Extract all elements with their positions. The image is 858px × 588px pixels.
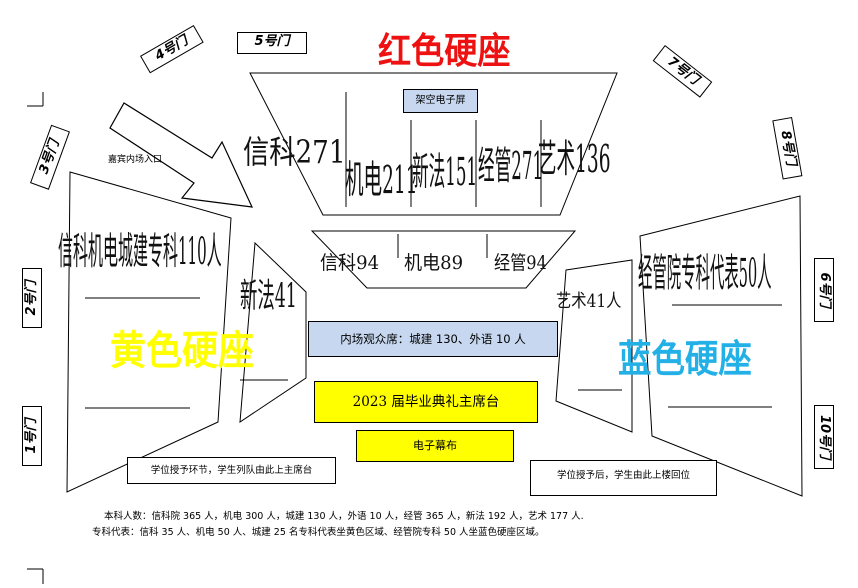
door-2-label: 2号门 (22, 268, 42, 328)
right-inner-seating-block (555, 259, 633, 433)
overhead-screen-box: 架空电子屏 (403, 89, 478, 113)
footer-specialist-representatives: 专科代表：信科 35 人、机电 50 人、城建 25 名专科代表坐黄色区域、经管… (92, 527, 545, 538)
left-inner-seating-block (239, 241, 307, 423)
right-return-note: 学位授予后，学生由此上楼回位 (530, 460, 717, 496)
inner-audience-box: 内场观众席：城建 130、外语 10 人 (308, 321, 558, 357)
section-jingguan-271: 经管271 (478, 143, 544, 189)
right-block-yishu-41: 艺术41人 (556, 291, 622, 312)
door-10-label: 10号门 (814, 405, 834, 469)
section-jidian-89: 机电89 (404, 252, 464, 274)
section-xinfa-151: 新法151 (412, 149, 478, 195)
yellow-seat-zone-label: 黄色硬座 (110, 328, 254, 374)
section-jidian-211: 机电211 (345, 157, 418, 203)
footer-undergrad-counts: 本科人数：信科院 365 人，机电 300 人，城建 130 人，外语 10 人… (104, 511, 584, 522)
left-block-xinfa-41: 新法41 (240, 276, 297, 316)
section-yishu-136: 艺术136 (538, 136, 611, 182)
left-procession-note: 学位授予环节，学生列队由此上主席台 (127, 457, 336, 484)
middle-seating-trapezoid (310, 230, 577, 289)
door-1-label: 1号门 (22, 406, 42, 466)
section-xinke-94: 信科94 (320, 252, 380, 274)
red-seat-zone-label: 红色硬座 (378, 31, 511, 72)
electronic-curtain-box: 电子幕布 (356, 430, 514, 462)
left-block-specialist-110: 信科机电城建专科110人 (58, 230, 222, 274)
right-block-jingguan-50: 经管院专科代表50人 (638, 251, 772, 297)
door-6-label: 6号门 (814, 258, 834, 322)
entrance-arrow (109, 102, 253, 208)
left-outer-seating-block (66, 171, 232, 493)
section-jingguan-94: 经管94 (494, 252, 547, 274)
right-outer-seating-block (639, 195, 803, 497)
door-5-label: 5号门 (237, 32, 307, 54)
main-stage-box: 2023 届毕业典礼主席台 (314, 381, 538, 423)
guest-entrance-label: 嘉宾内场入口 (108, 155, 163, 165)
blue-seat-zone-label: 蓝色硬座 (618, 337, 752, 381)
top-seating-trapezoid (249, 72, 618, 216)
section-xinke-271: 信科271 (243, 133, 346, 171)
